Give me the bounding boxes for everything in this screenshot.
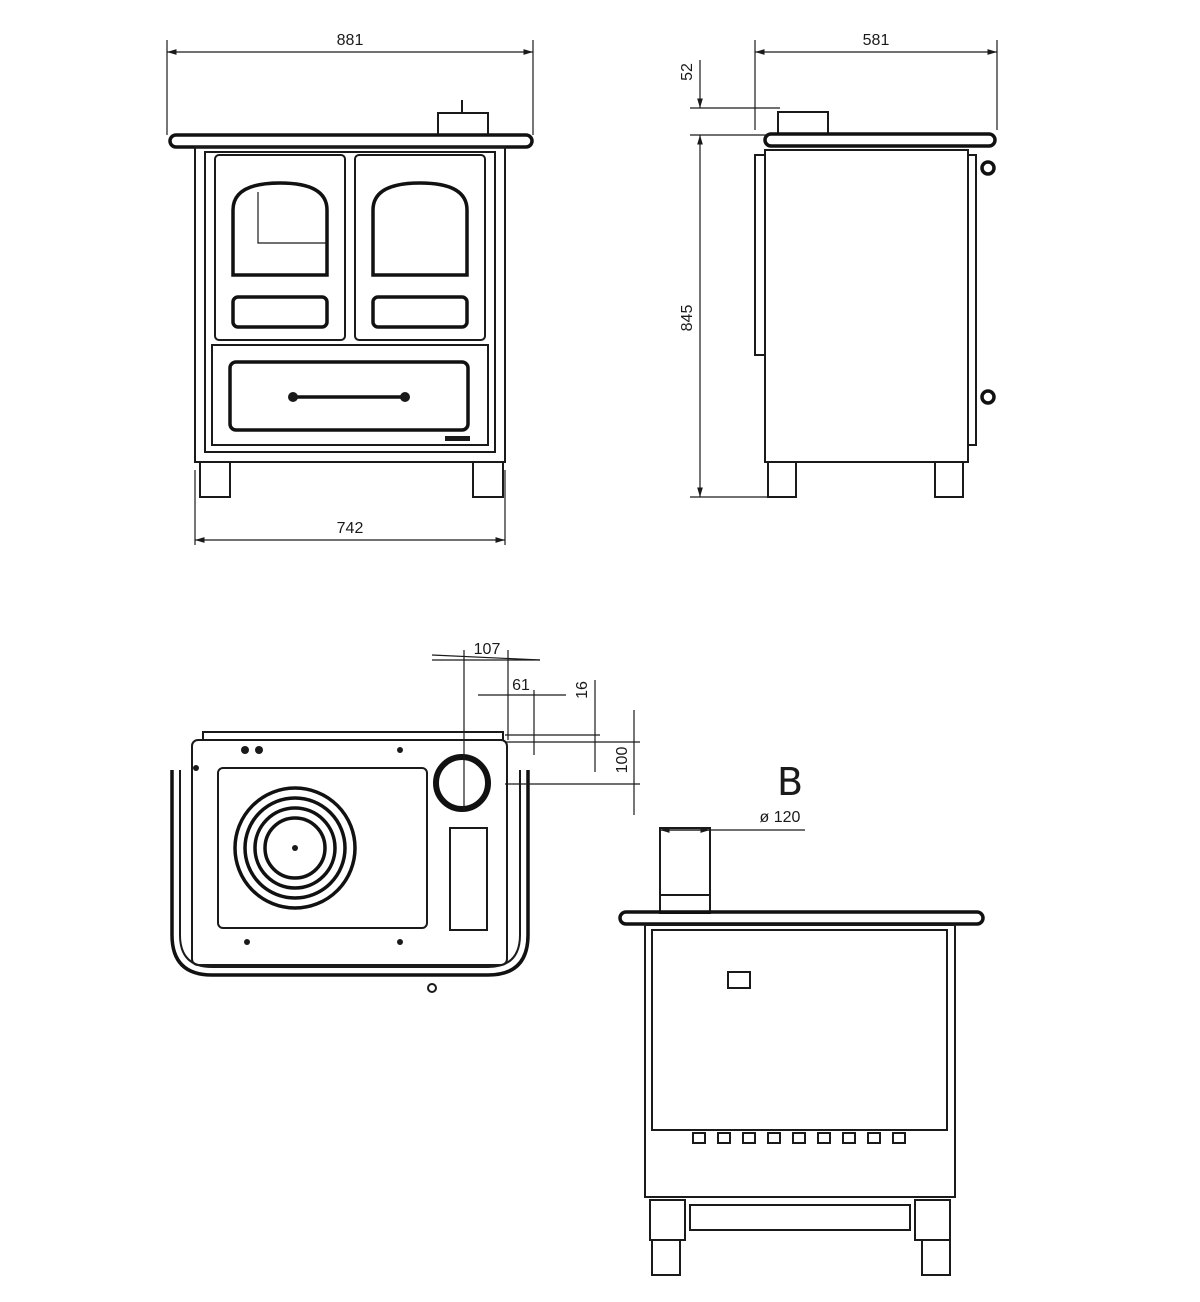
rear-view: B ø 120: [618, 760, 985, 1276]
dimension-flue-offset-small: 61: [512, 677, 530, 694]
dimension-flue-height: 52: [679, 63, 696, 81]
front-view: 881 742: [166, 32, 534, 545]
dimension-width-top: 881: [337, 32, 364, 49]
vent-slots: [692, 1132, 906, 1144]
dimension-height: 845: [679, 305, 696, 332]
side-view: 52 845 581: [679, 32, 998, 498]
dimension-depth: 581: [863, 32, 890, 49]
top-view: 107 61 16 100: [170, 641, 640, 993]
dimension-flue-offset-y: 100: [614, 747, 631, 774]
dimension-flue-offset-y-small: 16: [574, 681, 591, 699]
dimension-flue-offset-x: 107: [474, 641, 501, 658]
view-label: B: [777, 760, 803, 804]
dimension-flue-diameter: ø 120: [760, 809, 801, 826]
dimension-width-base: 742: [337, 520, 364, 537]
